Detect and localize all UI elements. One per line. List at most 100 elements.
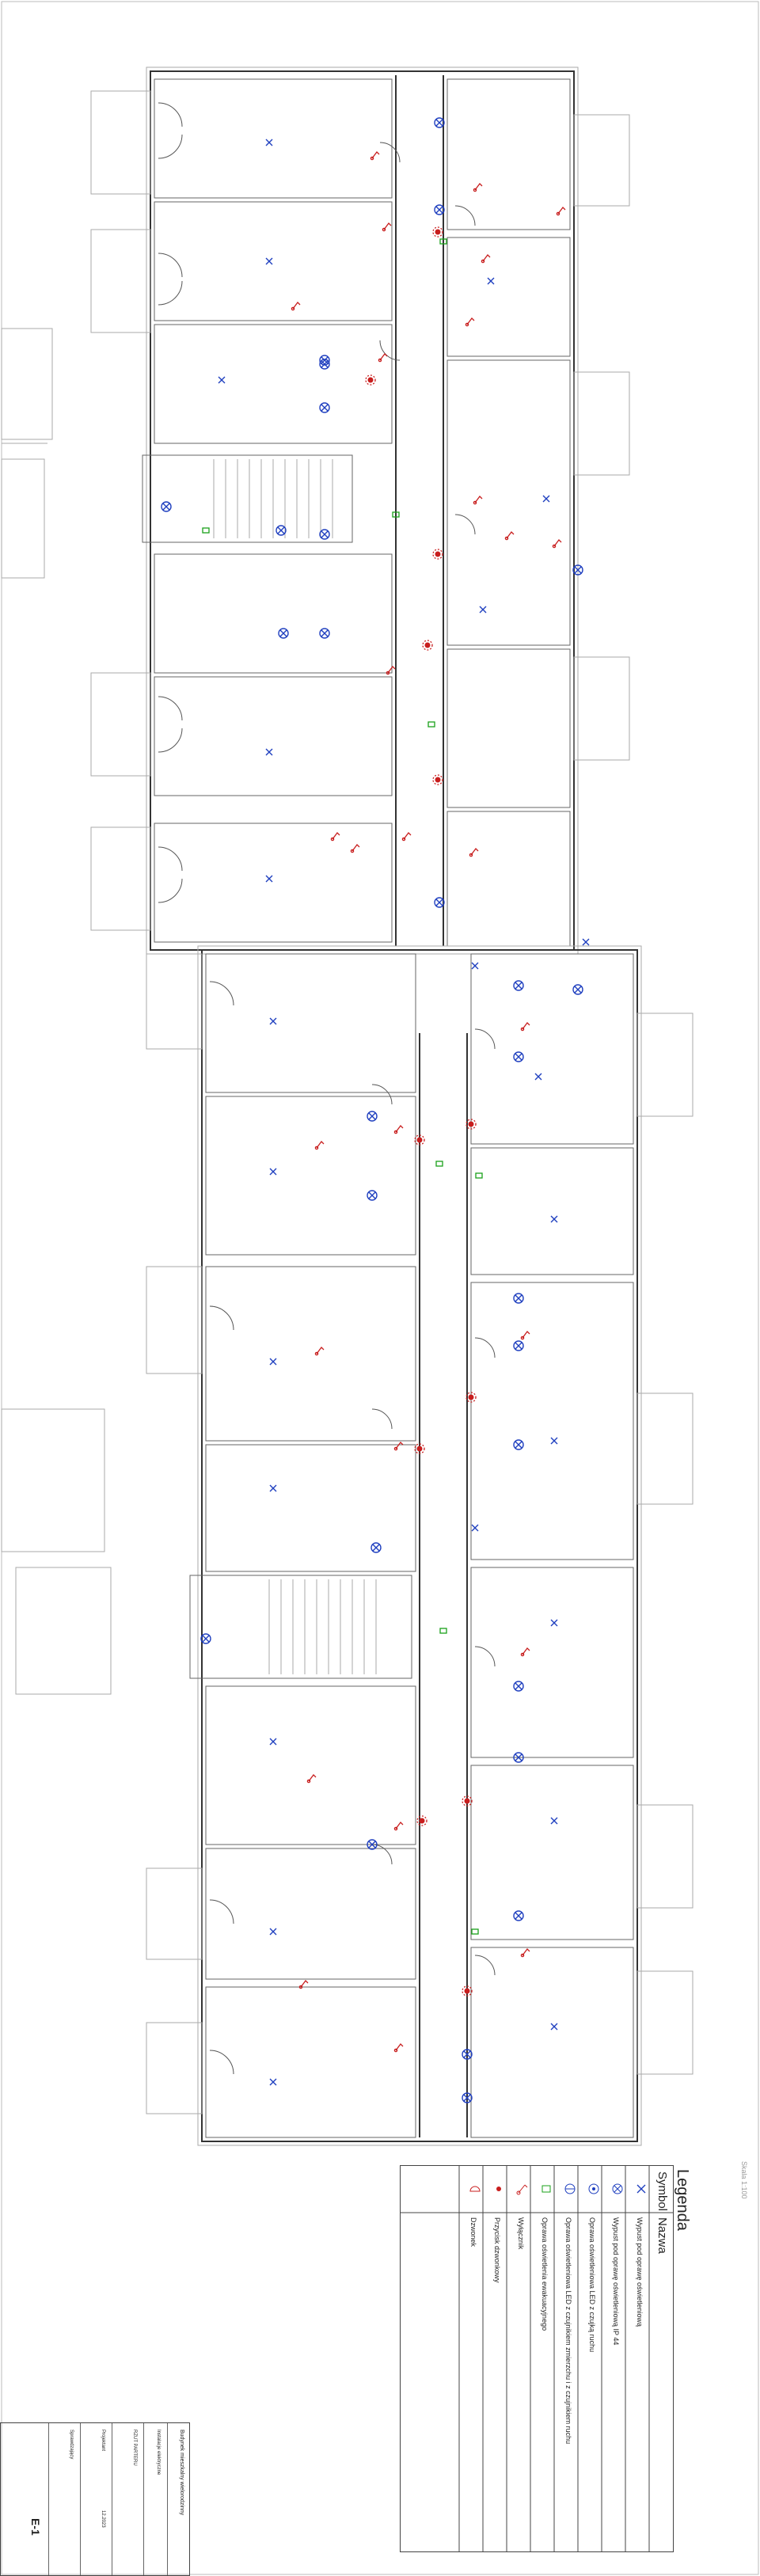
sheet-code: E-1 [29,2518,42,2536]
switch-icon [520,1948,530,1958]
legend-row-name: Oprawa oświetlenia ewakuacyjnego [541,2217,549,2331]
switch-icon [314,1141,325,1150]
switch-icon [465,317,475,327]
ceiling-outlet-cross-icon [550,2023,558,2031]
ceiling-outlet-cross-icon [542,495,550,503]
switch-icon [314,1347,325,1356]
ceiling-outlet-cross-icon [636,2184,646,2194]
ceiling-outlet-cross-icon [582,938,590,946]
switch-icon [370,151,380,161]
legend-row-name: Dzwonek [469,2217,477,2247]
switch-icon [393,1822,404,1831]
switch-icon [386,666,396,675]
bell-button-icon [432,774,443,785]
switch-icon [393,2043,404,2053]
left-annex [1,328,112,1695]
title-block: Budynek mieszkalny wielorodzinny Instala… [0,2422,190,2576]
switch-icon [481,254,491,264]
led-sensor-luminaire-icon [434,204,445,215]
ceiling-outlet-cross-icon [265,875,273,883]
bell-button-icon [432,226,443,237]
legend: Legenda Symbol Nazwa Wypust pod oprawę o… [400,2165,693,2553]
ceiling-outlet-cross-icon [534,1073,542,1081]
legend-row-name: Oprawa oświetleniowa LED z czujnikiem zm… [564,2217,572,2445]
bell-button-icon [414,1443,425,1454]
legend-row-name: Wypust pod oprawę oświetleniową [636,2217,644,2327]
emergency-luminaire-icon [202,527,210,534]
switch-icon [298,1980,309,1989]
legend-grid [400,2165,674,2552]
ceiling-outlet-ip44-icon [462,2092,473,2103]
ceiling-outlet-cross-icon [479,606,487,614]
led-sensor-luminaire-icon [319,402,330,413]
ceiling-outlet-cross-icon [550,1619,558,1627]
ceiling-outlet-cross-icon [269,2078,277,2086]
legend-row-name: Przycisk dzwonkowy [493,2217,501,2283]
bell-button-icon [422,640,433,651]
emergency-luminaire-icon [428,721,435,728]
ceiling-outlet-ip44-icon [319,529,330,540]
switch-icon [473,183,483,192]
ceiling-outlet-ip44-icon [319,355,330,366]
project-name: Budynek mieszkalny wielorodzinny [179,2430,184,2516]
bell-button-icon [462,1795,473,1807]
led-sensor-luminaire-icon [513,1293,524,1304]
bell-button-icon [416,1815,428,1826]
switch-icon [520,1022,530,1032]
emergency-luminaire-icon [471,1928,479,1935]
ceiling-outlet-ip44-icon [513,1051,524,1062]
switch-icon [330,832,340,842]
ceiling-outlet-cross-icon [269,1484,277,1492]
emergency-luminaire-icon [439,1628,447,1634]
ceiling-outlet-cross-icon [269,1928,277,1936]
ceiling-outlet-cross-icon [550,1817,558,1825]
ceiling-outlet-cross-icon [269,1358,277,1366]
switch-icon [556,207,566,216]
switch-icon [469,848,479,857]
led-luminaire-icon [564,2183,576,2194]
switch-icon [306,1774,317,1784]
ceiling-outlet-cross-icon [265,139,273,146]
bell-button-icon [462,1985,473,1997]
legend-row-name: Wypust pod oprawę oświetleniową IP 44 [612,2217,620,2346]
switch-icon [516,2184,528,2195]
ceiling-outlet-cross-icon [269,1738,277,1746]
switch-icon [473,496,483,505]
bell-button-icon [466,1392,477,1403]
bell-button-icon [414,1134,425,1146]
led-sensor-luminaire-icon [367,1111,378,1122]
emergency-luminaire-icon [475,1172,483,1179]
led-sensor-luminaire-icon [161,501,172,512]
ceiling-outlet-ip44-icon [513,1340,524,1351]
ceiling-outlet-cross-icon [265,257,273,265]
sheet-title: RZUT PARTERU [132,2430,137,2466]
ceiling-outlet-ip44-icon [276,525,287,536]
ceiling-outlet-ip44-icon [200,1633,211,1644]
ceiling-outlet-cross-icon [269,1017,277,1025]
ceiling-outlet-ip44-icon [513,1910,524,1921]
switch-icon [382,222,392,232]
ceiling-outlet-ip44-icon [367,1190,378,1201]
ceiling-outlet-cross-icon [218,376,226,384]
designer: Projektant [101,2430,105,2452]
ceiling-outlet-cross-icon [265,748,273,756]
led-sensor-luminaire-icon [462,2049,473,2060]
lower-building [146,945,694,2146]
bell-button-icon [466,1119,477,1130]
date: 12.2023 [101,2510,105,2528]
legend-header-name: Nazwa [656,2217,669,2254]
ceiling-outlet-cross-icon [487,277,495,285]
switch-icon [520,1647,530,1657]
emergency-luminaire-icon [542,2185,551,2193]
legend-row-name: Oprawa oświetleniowa LED z czujką ruchu [588,2217,596,2353]
switch-icon [393,1442,404,1451]
legend-title: Legenda [674,2169,691,2231]
emergency-luminaire-icon [439,238,447,245]
led-sensor-luminaire-icon [588,2183,599,2194]
switch-icon [520,1331,530,1340]
door-swings [158,102,496,2075]
led-sensor-luminaire-icon [319,628,330,639]
led-sensor-luminaire-icon [434,897,445,908]
ceiling-outlet-ip44-icon [572,564,583,576]
